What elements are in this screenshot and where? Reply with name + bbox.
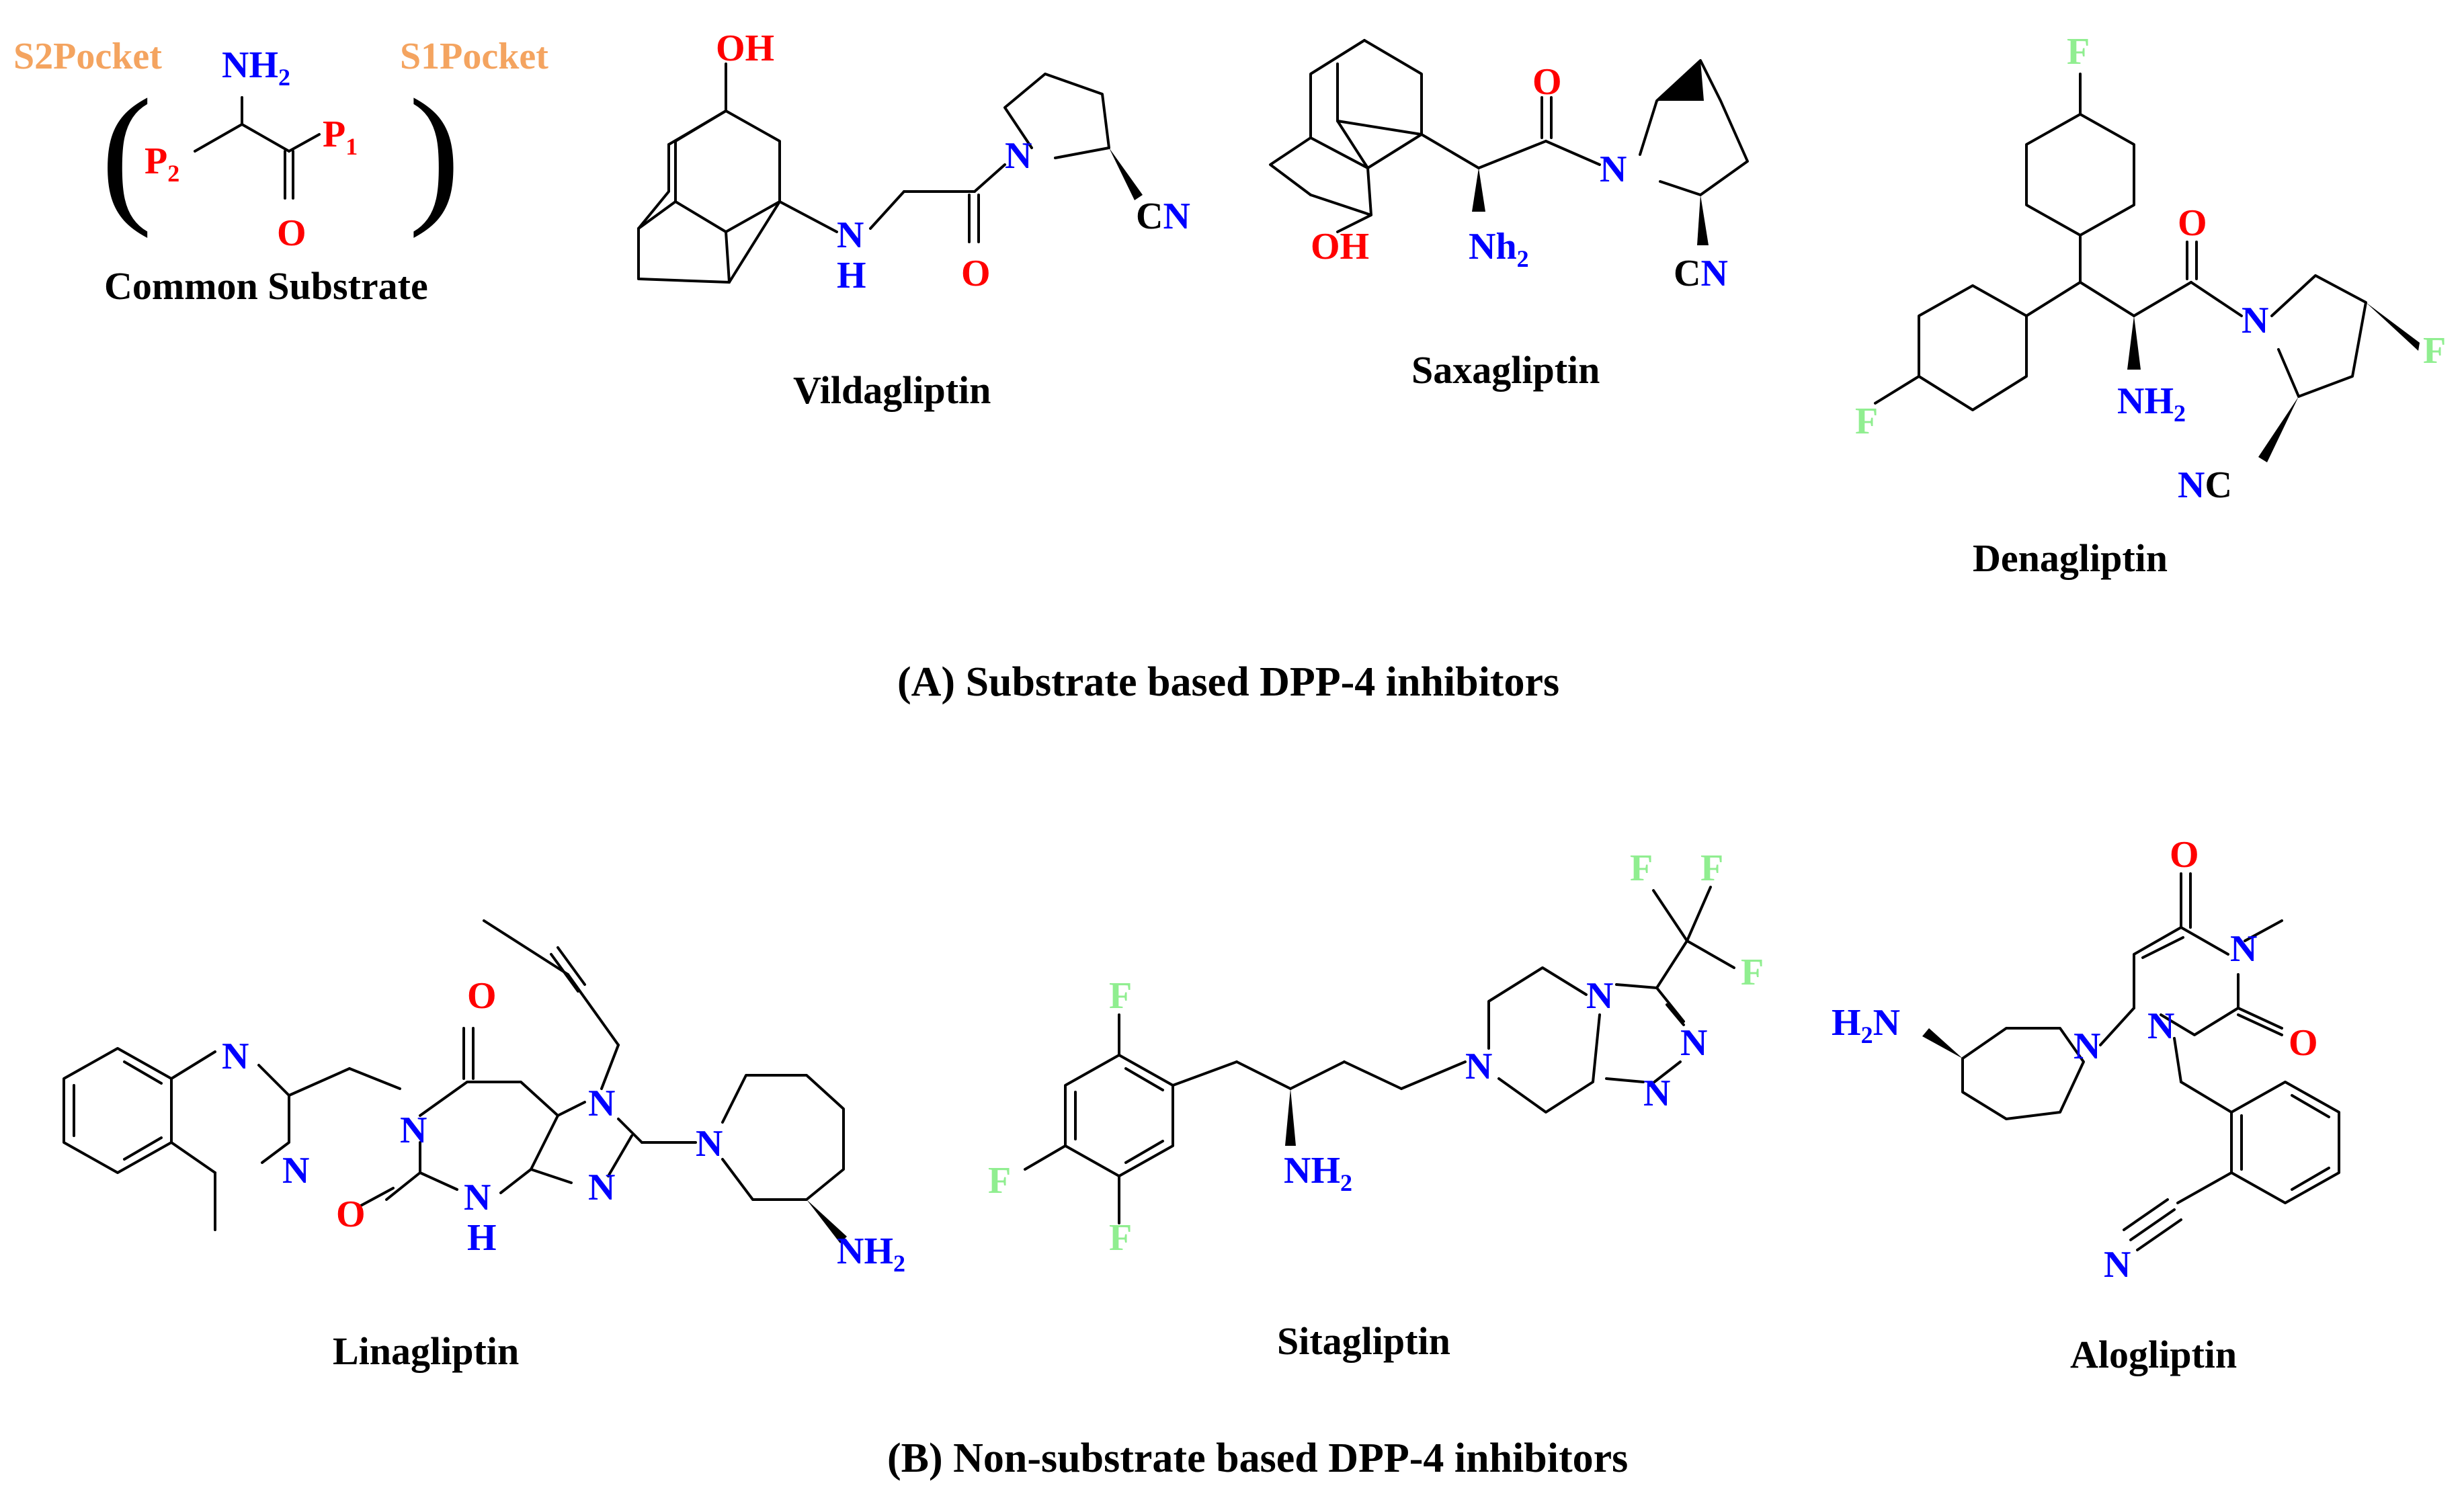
- sitagliptin-triazole-n1: N: [1680, 1022, 1707, 1064]
- denagliptin-structure: F F F O N NH2 NC Denagliptin: [1855, 31, 2446, 580]
- saxagliptin-ring-n: N: [1600, 149, 1627, 190]
- linagliptin-oxygen-top: O: [467, 975, 497, 1017]
- denagliptin-f-ring: F: [2423, 330, 2446, 372]
- saxagliptin-carbonyl-o: O: [1532, 61, 1562, 103]
- vildagliptin-hydroxyl: OH: [716, 28, 774, 69]
- vildagliptin-ring-n: N: [1005, 135, 1032, 177]
- sitagliptin-fused-n: N: [1586, 975, 1613, 1017]
- vildagliptin-amine-n: N: [837, 214, 864, 256]
- sitagliptin-f-bottom: F: [1109, 1217, 1132, 1259]
- s2-pocket-label: S2Pocket: [13, 36, 162, 77]
- sitagliptin-structure: F F F F F F NH2 N N N N Sitagliptin: [988, 847, 1764, 1363]
- vildagliptin-nitrile: CN: [1136, 196, 1190, 237]
- alogliptin-oxygen-right: O: [2289, 1022, 2318, 1064]
- sitagliptin-triazole-n2: N: [1643, 1073, 1670, 1114]
- p1-label: P1: [323, 114, 358, 160]
- denagliptin-carbonyl-o: O: [2178, 202, 2207, 244]
- p2-label: P2: [145, 140, 179, 187]
- alogliptin-amine: H2N: [1832, 1002, 1900, 1048]
- saxagliptin-amine: Nh2: [1469, 226, 1529, 272]
- linagliptin-quinazoline-n2: N: [282, 1150, 309, 1192]
- sitagliptin-cf3-f1: F: [1630, 847, 1653, 889]
- linagliptin-piperidine-n: N: [696, 1123, 723, 1165]
- sitagliptin-f-top: F: [1109, 975, 1132, 1017]
- linagliptin-nh-h: H: [467, 1217, 497, 1259]
- alogliptin-n-methyl: N: [2230, 928, 2257, 970]
- linagliptin-structure: N N N O O N H N N N NH2 Linagliptin: [63, 919, 905, 1373]
- vildagliptin-amine-h: H: [837, 255, 866, 296]
- saxagliptin-nitrile: CN: [1674, 253, 1728, 294]
- denagliptin-ring-n: N: [2242, 300, 2268, 341]
- left-parenthesis: (: [101, 67, 153, 239]
- saxagliptin-structure: OH Nh2 O N CN Saxagliptin: [1269, 39, 1749, 392]
- vildagliptin-carbonyl-o: O: [961, 253, 991, 294]
- alogliptin-structure: O O N N N H2N N Alogliptin: [1832, 834, 2340, 1376]
- sitagliptin-piperazine-n: N: [1465, 1046, 1492, 1087]
- alogliptin-oxygen-top: O: [2170, 834, 2199, 876]
- substrate-carbonyl-oxygen: O: [277, 212, 306, 254]
- linagliptin-n7: N: [588, 1083, 615, 1124]
- vildagliptin-structure: OH N H N O CN Vildagliptin: [637, 28, 1190, 412]
- common-substrate-name: Common Substrate: [104, 264, 428, 308]
- sitagliptin-cf3-f2: F: [1700, 847, 1723, 889]
- denagliptin-name: Denagliptin: [1973, 536, 2168, 580]
- section-a-label: (A) Substrate based DPP-4 inhibitors: [897, 659, 1559, 705]
- linagliptin-oxygen-bottom: O: [336, 1194, 366, 1235]
- denagliptin-f-left: F: [1855, 401, 1878, 442]
- sitagliptin-name: Sitagliptin: [1277, 1319, 1450, 1363]
- denagliptin-amine: NH2: [2117, 380, 2186, 427]
- denagliptin-f-top: F: [2067, 31, 2090, 73]
- saxagliptin-hydroxyl: OH: [1311, 226, 1369, 267]
- section-b-label: (B) Non-substrate based DPP-4 inhibitors: [887, 1435, 1628, 1481]
- vildagliptin-name: Vildagliptin: [793, 368, 991, 412]
- linagliptin-name: Linagliptin: [333, 1329, 519, 1373]
- linagliptin-amine: NH2: [837, 1230, 905, 1277]
- denagliptin-nitrile: NC: [2178, 464, 2232, 506]
- linagliptin-quinazoline-n1: N: [222, 1036, 249, 1077]
- common-substrate-structure: ( ) S2Pocket S1Pocket NH2 P2 P1 O Common…: [13, 36, 548, 308]
- sitagliptin-cf3-f3: F: [1741, 952, 1764, 993]
- linagliptin-n1: N: [400, 1110, 427, 1151]
- alogliptin-n-benzyl: N: [2147, 1005, 2174, 1047]
- saxagliptin-name: Saxagliptin: [1411, 348, 1600, 392]
- sitagliptin-f-left: F: [988, 1160, 1011, 1202]
- linagliptin-n9: N: [588, 1167, 615, 1208]
- alogliptin-name: Alogliptin: [2070, 1333, 2237, 1376]
- right-parenthesis: ): [409, 67, 460, 239]
- alogliptin-nitrile-n: N: [2104, 1244, 2131, 1286]
- sitagliptin-amine: NH2: [1284, 1150, 1352, 1196]
- substrate-amine-label: NH2: [222, 44, 290, 91]
- alogliptin-piperidine-n: N: [2073, 1026, 2100, 1067]
- s1-pocket-label: S1Pocket: [400, 36, 548, 77]
- linagliptin-nh-n: N: [464, 1177, 491, 1218]
